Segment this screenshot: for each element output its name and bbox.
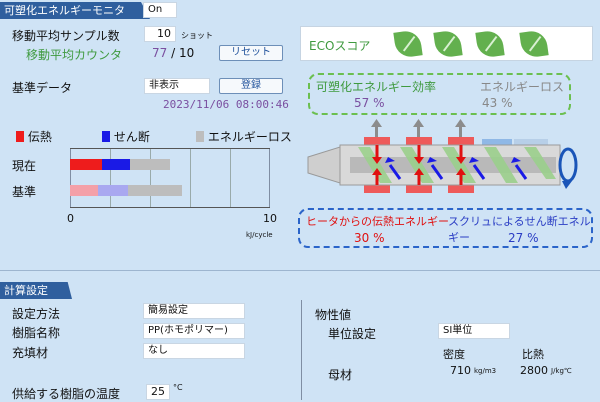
bar-current (70, 159, 270, 170)
method-field[interactable]: 簡易設定 (143, 303, 245, 319)
legend-shear-label: せん断 (113, 130, 150, 144)
counter-current: 77 (152, 46, 168, 60)
legend-shear: せん断 (102, 128, 150, 145)
legend-conduction: 伝熱 (16, 128, 52, 145)
counter-total: 10 (178, 46, 195, 60)
efficiency-panel: 可塑化エネルギー効率 57 % エネルギーロス 43 % (308, 73, 571, 115)
unit-setting-field[interactable]: SI単位 (438, 323, 510, 339)
monitor-status-field[interactable]: On (143, 2, 177, 18)
bar-baseline-conduction-segment (70, 185, 98, 196)
eco-leaf-icon (393, 29, 423, 59)
axis-zero-line (70, 148, 71, 208)
axis-ten-line (269, 148, 270, 208)
baseline-timestamp: 2023/11/06 08:00:46 (163, 98, 289, 111)
row-current-label: 現在 (12, 159, 37, 173)
heater-energy-label: ヒータからの伝熱エネルギー (306, 215, 449, 228)
filler-label: 充填材 (12, 346, 49, 360)
screw-unit: % (527, 231, 539, 245)
efficiency-label: 可塑化エネルギー効率 (316, 80, 437, 94)
efficiency-number: 57 (354, 96, 370, 110)
settings-section-title: 計算設定 (0, 282, 72, 299)
eco-leaf-icon (433, 29, 463, 59)
method-label: 設定方法 (12, 307, 61, 321)
screw-energy-value: 27 % (508, 231, 539, 245)
section-divider (0, 270, 600, 271)
properties-label: 物性値 (315, 308, 352, 322)
filler-field[interactable]: なし (143, 343, 245, 359)
resin-field[interactable]: PP(ホモポリマー) (143, 323, 245, 339)
legend-loss-label: エネルギーロス (207, 130, 292, 144)
eco-score-label: ECOスコア (309, 39, 371, 53)
grid-line-4 (150, 148, 151, 208)
grid-line-8 (230, 148, 231, 208)
unit-setting-label: 単位設定 (328, 327, 377, 341)
density-unit: kg/m3 (474, 367, 497, 375)
settings-vertical-divider (301, 300, 302, 400)
screw-number: 27 (508, 231, 524, 245)
specific-heat-unit: J/kg℃ (551, 367, 572, 375)
density-header: 密度 (443, 348, 465, 361)
eco-leaf-icon (475, 29, 505, 59)
legend-shear-swatch (102, 131, 110, 142)
loss-arrows (371, 119, 466, 139)
register-button[interactable]: 登録 (219, 78, 283, 94)
supply-temp-label: 供給する樹脂の温度 (12, 387, 121, 401)
moving-avg-samples-input[interactable]: 10 (144, 26, 176, 42)
supply-temp-input[interactable]: 25 (146, 384, 170, 400)
row-baseline-label: 基準 (12, 185, 37, 199)
heater-energy-value: 30 % (354, 231, 385, 245)
efficiency-unit: % (373, 96, 385, 110)
baseline-data-label: 基準データ (12, 81, 73, 95)
axis-ten-label: 10 (263, 212, 277, 225)
baseline-display-field[interactable]: 非表示 (144, 78, 210, 94)
eco-leaf-icon (519, 29, 549, 59)
supply-temp-unit: °C (173, 383, 183, 392)
loss-value: 43 % (482, 96, 513, 110)
axis-zero-label: 0 (67, 212, 74, 225)
bar-baseline (70, 185, 270, 196)
bar-current-conduction-segment (70, 159, 102, 170)
base-material-label: 母材 (328, 368, 353, 382)
grid-line-2 (110, 148, 111, 208)
eco-score-panel: ECOスコア (300, 26, 593, 61)
loss-label: エネルギーロス (480, 80, 565, 94)
axis-top-line (70, 148, 270, 149)
density-value: 710 (450, 364, 471, 377)
reset-button[interactable]: リセット (219, 45, 283, 61)
axis-bottom-line (70, 207, 270, 208)
screw-barrel-illustration (307, 119, 578, 193)
bar-baseline-loss-segment (128, 185, 182, 196)
loss-number: 43 (482, 96, 498, 110)
resin-label: 樹脂名称 (12, 326, 61, 340)
heat-shear-panel: ヒータからの伝熱エネルギー 30 % スクリュによるせん断エネルギー 27 % (298, 208, 593, 248)
energy-bar-chart (70, 148, 270, 208)
moving-avg-counter-label: 移動平均カウンタ (26, 48, 123, 62)
bar-baseline-shear-segment (98, 185, 128, 196)
specific-heat-value: 2800 (520, 364, 548, 377)
counter-sep: / (171, 46, 176, 60)
moving-avg-counter: 77 / 10 (152, 46, 194, 60)
bar-current-loss-segment (130, 159, 170, 170)
legend-conduction-swatch (16, 131, 24, 142)
moving-avg-samples-label: 移動平均サンプル数 (12, 29, 120, 43)
specific-heat-header: 比熱 (522, 348, 544, 361)
bar-current-shear-segment (102, 159, 130, 170)
heater-unit: % (373, 231, 385, 245)
legend-loss-swatch (196, 131, 204, 142)
legend-conduction-label: 伝熱 (27, 130, 52, 144)
monitor-section-title: 可塑化エネルギーモニタ (0, 2, 150, 19)
axis-unit-label: kJ/cycle (246, 231, 273, 239)
grid-line-6 (190, 148, 191, 208)
legend-loss: エネルギーロス (196, 128, 292, 145)
efficiency-value: 57 % (354, 96, 385, 110)
screw-energy-label: スクリュによるせん断エネルギー (448, 215, 591, 244)
loss-unit: % (501, 96, 513, 110)
moving-avg-samples-unit: ショット (181, 31, 213, 40)
heater-number: 30 (354, 231, 370, 245)
